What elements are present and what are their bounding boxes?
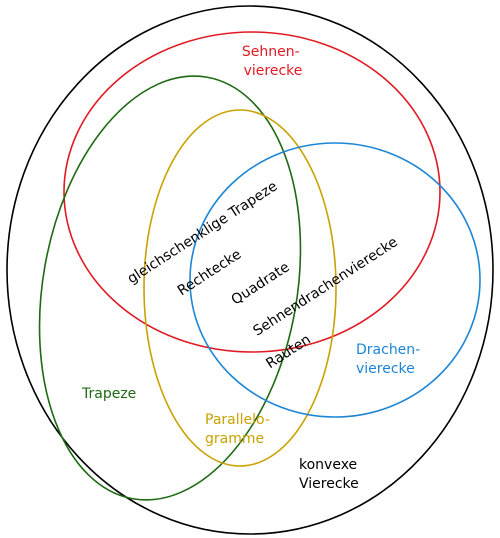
squares-label: Quadrate	[229, 259, 293, 308]
convex-quadrilaterals-label: konvexe Vierecke	[299, 457, 362, 492]
trapezoids-label: Trapeze	[81, 386, 136, 402]
cyclic-quadrilaterals-label: Sehnen- vierecke	[242, 44, 304, 79]
cyclic-quadrilaterals-outline	[63, 31, 441, 353]
bicentric-kites-label: Sehnendrachenvierecke	[250, 234, 400, 339]
trapezoids-outline	[38, 75, 302, 501]
parallelograms-label: Parallelo- gramme	[205, 412, 274, 447]
kites-outline	[189, 142, 481, 418]
kites-label: Drachen- vierecke	[356, 342, 425, 377]
parallelograms-outline	[143, 109, 337, 467]
convex-quadrilaterals-outline	[6, 5, 494, 535]
